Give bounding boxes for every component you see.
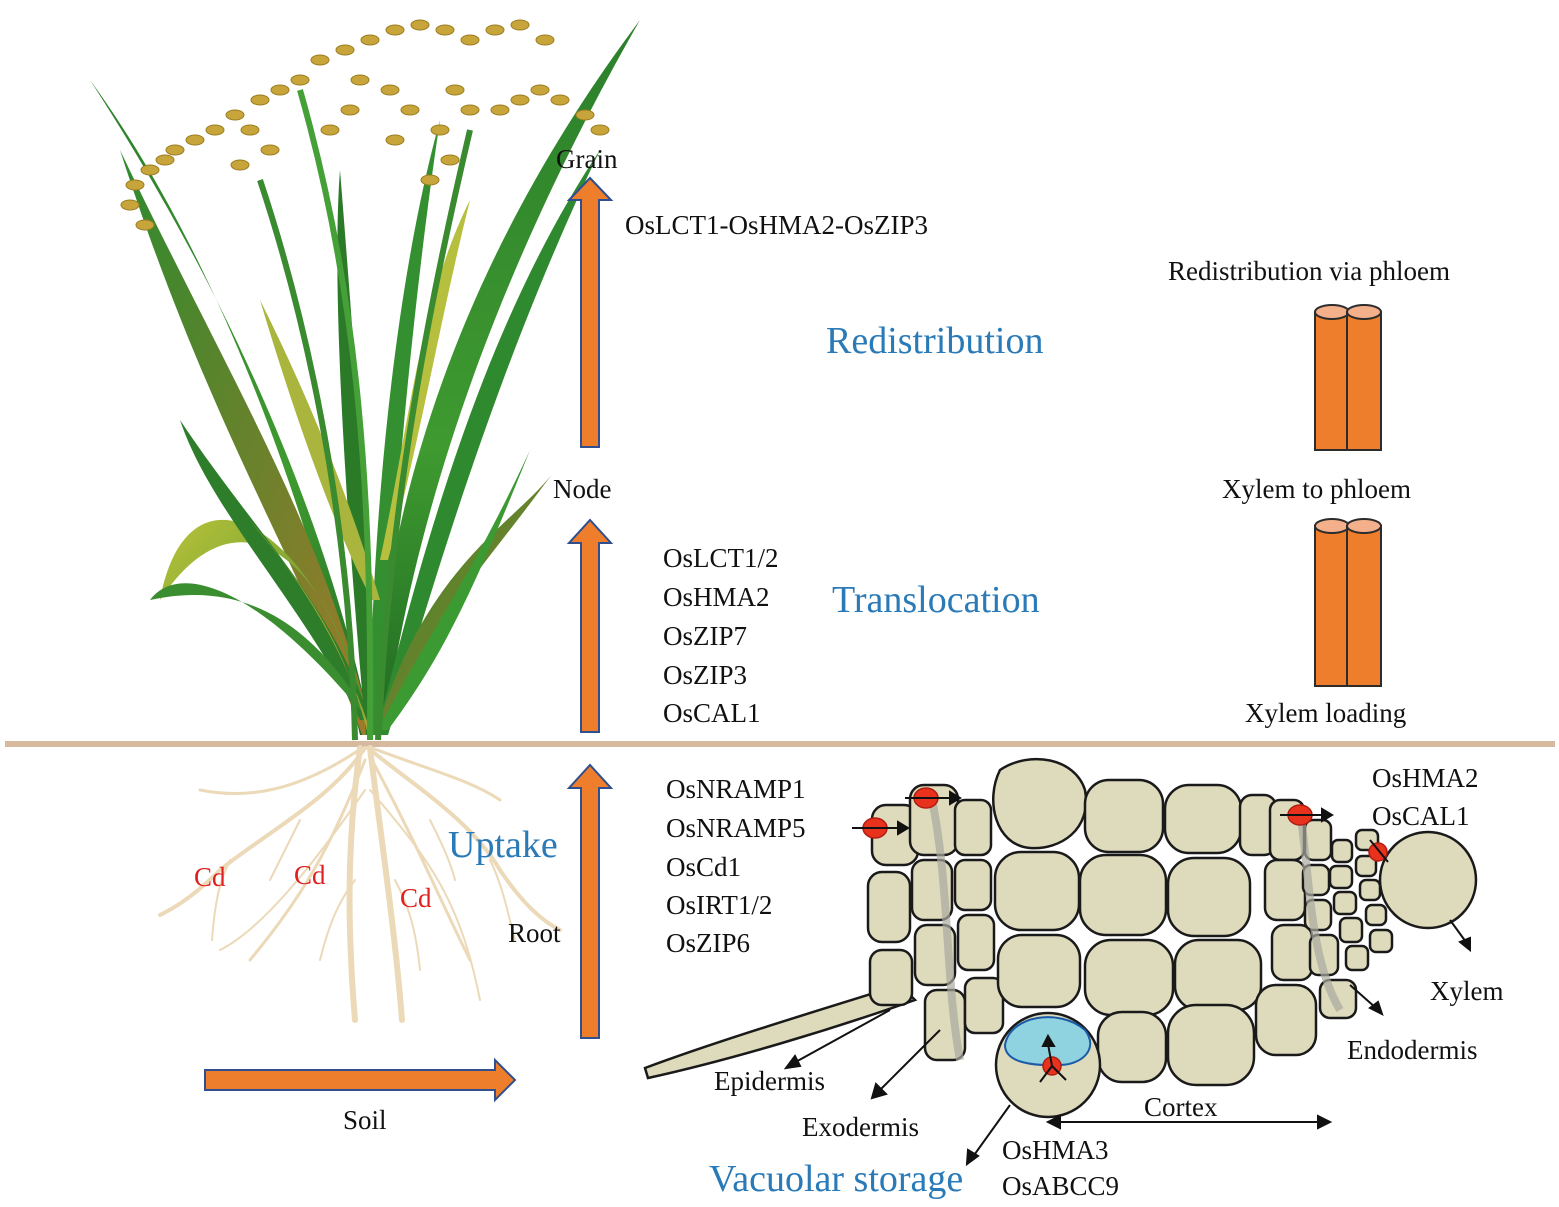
- label-epidermis: Epidermis: [714, 1066, 825, 1096]
- gene-translocation-1: OsLCT1/2: [663, 543, 779, 573]
- gene-redistribution: OsLCT1-OsHMA2-OsZIP3: [625, 210, 928, 240]
- label-leaders: [783, 919, 1471, 1167]
- arrow-soil: [204, 1057, 517, 1103]
- xylem-tube-icon: [1314, 518, 1382, 687]
- stage-translocation: Translocation: [832, 579, 1040, 621]
- label-node: Node: [553, 474, 612, 504]
- gene-uptake-1: OsNRAMP1: [666, 774, 806, 804]
- phloem-tube-icon: [1314, 304, 1382, 451]
- gene-translocation-5: OsCAL1: [663, 698, 761, 728]
- gene-vacuolar-1: OsHMA3: [1002, 1135, 1109, 1165]
- root-system-icon: [158, 745, 562, 1023]
- gene-translocation-2: OsHMA2: [663, 582, 770, 612]
- cd-label-3: Cd: [400, 883, 432, 913]
- label-xylem-to-phloem: Xylem to phloem: [1222, 474, 1411, 504]
- gene-uptake-2: OsNRAMP5: [666, 813, 806, 843]
- arrow-grain: [566, 176, 614, 448]
- arrow-node: [566, 518, 614, 733]
- flow-arrows: [852, 790, 1389, 1083]
- stage-redistribution: Redistribution: [826, 320, 1044, 362]
- cd-label-1: Cd: [194, 862, 226, 892]
- gene-uptake-5: OsZIP6: [666, 928, 751, 958]
- label-xylem-loading: Xylem loading: [1245, 698, 1407, 728]
- gene-xylem-loading-2: OsCAL1: [1372, 801, 1470, 831]
- gene-translocation-3: OsZIP7: [663, 621, 748, 651]
- rice-plant-icon: [90, 19, 640, 741]
- gene-translocation-4: OsZIP3: [663, 660, 748, 690]
- cd-label-2: Cd: [294, 860, 326, 890]
- gene-vacuolar-2: OsABCC9: [1002, 1171, 1120, 1201]
- stage-uptake: Uptake: [448, 824, 558, 866]
- root-cross-section-icon: [643, 757, 1478, 1119]
- label-xylem: Xylem: [1430, 976, 1504, 1006]
- label-cortex: Cortex: [1144, 1092, 1218, 1122]
- label-root: Root: [508, 918, 561, 948]
- label-endodermis: Endodermis: [1347, 1035, 1478, 1065]
- label-exodermis: Exodermis: [802, 1112, 919, 1142]
- gene-uptake-3: OsCd1: [666, 852, 742, 882]
- arrow-root: [566, 763, 614, 1039]
- label-soil: Soil: [343, 1105, 387, 1135]
- gene-uptake-4: OsIRT1/2: [666, 890, 773, 920]
- label-redistribution-via-phloem: Redistribution via phloem: [1168, 256, 1450, 286]
- stage-vacuolar-storage: Vacuolar storage: [709, 1158, 964, 1200]
- gene-xylem-loading-1: OsHMA2: [1372, 763, 1479, 793]
- label-grain: Grain: [556, 144, 618, 174]
